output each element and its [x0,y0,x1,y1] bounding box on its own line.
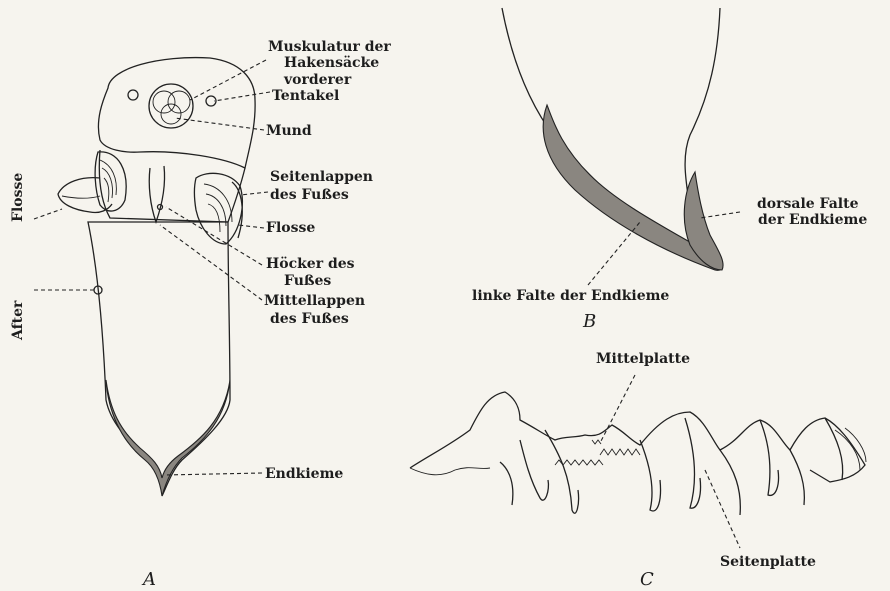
left-tentacle [128,90,138,100]
panel-a-drawing [58,58,255,496]
panel-b-labels: dorsale Falte der Endkieme linke Falte d… [472,196,867,332]
label-hakensaecke: Hakensäcke [284,55,379,71]
label-dorsale-1: dorsale Falte [757,196,859,212]
label-tentakel: Tentakel [272,88,339,104]
label-linke-falte: linke Falte der Endkieme [472,288,669,304]
label-flosse-right: Flosse [266,220,315,236]
label-dorsale-2: der Endkieme [758,212,867,228]
label-seitenlappen: Seitenlappen [270,169,373,185]
middle-foot-lobe [149,166,164,222]
label-mund: Mund [266,123,312,139]
body-outline-b [502,8,640,228]
label-mittellappen-fuss: des Fußes [270,311,349,327]
panel-b-drawing [502,8,740,285]
label-seitenplatte: Seitenplatte [720,554,816,570]
label-endkieme: Endkieme [265,466,343,482]
right-side-lobe [195,173,243,244]
label-hoecker-fuss: Fußes [284,273,331,289]
body-outline-b-right [685,8,720,210]
hook-tooth [500,462,513,505]
caption-b: B [582,311,596,332]
hook-tooth [640,440,661,511]
terminal-gill [106,380,230,496]
label-mittellappen: Mittellappen [264,293,365,309]
label-seitenlappen-fuss: des Fußes [270,187,349,203]
panel-a-leaders [34,60,270,475]
median-plate-serration [555,449,640,465]
mouth-ring [149,84,193,128]
trunk-outline [88,222,230,496]
mouth [161,104,181,124]
hook-tooth [790,450,804,505]
hook-tooth [825,418,843,480]
panel-c-drawing [410,375,866,548]
label-mittelplatte: Mittelplatte [596,351,690,367]
label-flosse-left: Flosse [10,173,26,222]
hook-tooth [545,430,579,513]
panel-c-labels: Mittelplatte Seitenplatte C [596,351,816,590]
hook-tooth [685,418,701,508]
hook-tooth [520,440,548,500]
left-fin [58,178,112,213]
label-muskulatur: Muskulatur der [268,39,391,55]
label-hoecker: Höcker des [266,256,355,272]
label-after: After [10,300,26,341]
caption-c: C [640,569,654,590]
hook-tooth [720,450,740,515]
hook-sac-right [168,91,190,113]
caption-a: A [141,569,156,590]
label-vorderer: vorderer [283,72,352,88]
